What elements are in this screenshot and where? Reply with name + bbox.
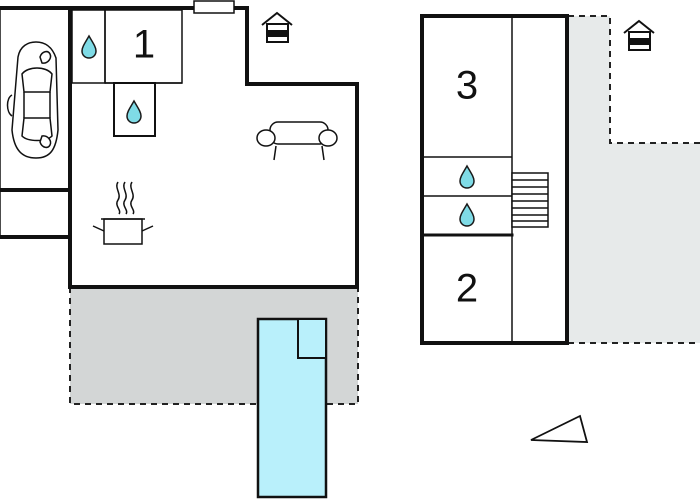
room-3-label: 3: [456, 64, 478, 108]
door-top: [193, 0, 235, 14]
room-1-label: 1: [133, 23, 155, 67]
swimming-pool: [256, 317, 328, 499]
water-drop-icon: [126, 99, 142, 124]
house-entrance-icon: [261, 11, 293, 43]
terrace-right: [568, 16, 700, 343]
north-arrow-icon: [530, 414, 589, 443]
stairs-icon: [511, 172, 549, 228]
water-drop-icon: [459, 202, 475, 227]
water-drop-icon: [81, 34, 97, 59]
pool-step: [297, 318, 327, 359]
room-2-label: 2: [456, 267, 478, 311]
terrace-main-outline: [69, 287, 359, 405]
water-drop-icon: [459, 164, 475, 189]
room-1-cluster: [71, 9, 183, 137]
sofa-icon: [256, 121, 338, 161]
car-icon: [6, 41, 59, 159]
terrace-right-outline: [568, 15, 700, 344]
cooking-pot-icon: [92, 181, 154, 245]
house-entrance-icon: [623, 19, 655, 51]
